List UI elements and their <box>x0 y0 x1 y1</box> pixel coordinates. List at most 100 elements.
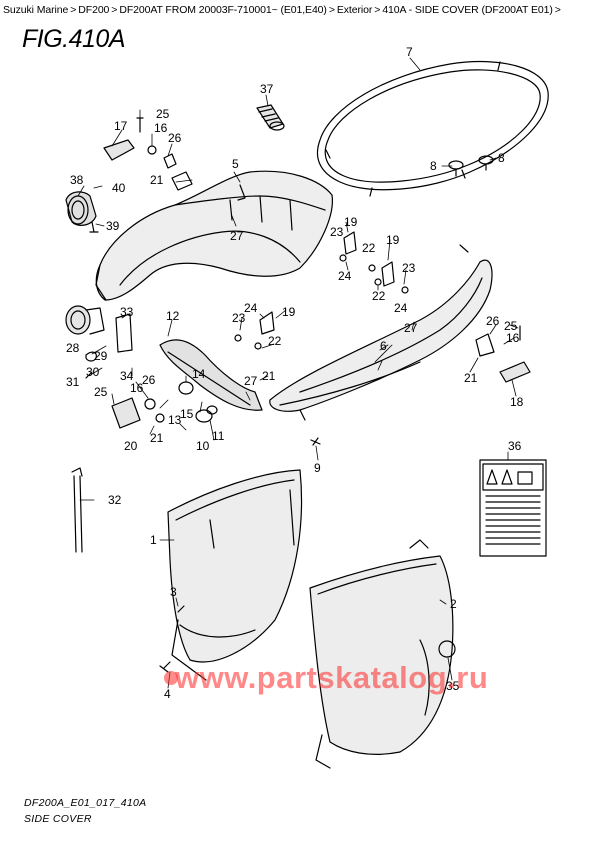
plate-part <box>115 313 133 353</box>
screw-part <box>310 437 321 446</box>
callout-8[interactable]: 8 <box>498 151 505 165</box>
callout-21[interactable]: 21 <box>262 369 276 383</box>
lower-bracket-part <box>111 397 165 429</box>
upper-side-cover-part <box>95 170 333 301</box>
callout-38[interactable]: 38 <box>70 173 84 187</box>
breadcrumb-separator: > <box>328 4 335 16</box>
callout-11[interactable]: 11 <box>212 429 225 443</box>
right-bracket-part <box>475 325 531 383</box>
small-bracket-part <box>259 231 395 335</box>
callout-23[interactable]: 23 <box>232 311 246 325</box>
clip-part <box>448 155 494 177</box>
callout-34[interactable]: 34 <box>120 369 134 383</box>
pin-part <box>89 221 99 233</box>
callout-25[interactable]: 25 <box>504 319 518 333</box>
callout-25[interactable]: 25 <box>94 385 108 399</box>
callout-32[interactable]: 32 <box>108 493 122 507</box>
breadcrumb-item-brand[interactable]: Suzuki Marine <box>3 4 69 16</box>
starboard-upper-cover-part <box>269 244 493 421</box>
callout-25[interactable]: 25 <box>156 107 170 121</box>
breadcrumb-item-model[interactable]: DF200 <box>78 4 110 16</box>
callout-35[interactable]: 35 <box>446 679 460 693</box>
callout-19[interactable]: 19 <box>386 233 400 247</box>
breadcrumb: Suzuki Marine>DF200>DF200AT FROM 20003F-… <box>3 4 563 16</box>
warning-label-part <box>479 459 547 557</box>
breadcrumb-item-current[interactable]: 410A - SIDE COVER (DF200AT E01) <box>382 4 553 16</box>
callout-24[interactable]: 24 <box>244 301 258 315</box>
watermark-text: www.partskatalog.ru <box>175 660 489 695</box>
breadcrumb-separator: > <box>374 4 381 16</box>
callout-26[interactable]: 26 <box>168 131 182 145</box>
boot-part <box>65 191 97 226</box>
callout-10[interactable]: 10 <box>196 439 210 453</box>
callout-16[interactable]: 16 <box>154 121 168 135</box>
callout-16[interactable]: 16 <box>130 381 144 395</box>
washer-part <box>234 254 409 350</box>
callout-23[interactable]: 23 <box>330 225 344 239</box>
callout-27[interactable]: 27 <box>404 321 418 335</box>
callout-29[interactable]: 29 <box>94 349 108 363</box>
callout-28[interactable]: 28 <box>66 341 80 355</box>
callout-22[interactable]: 22 <box>372 289 386 303</box>
callout-1[interactable]: 1 <box>150 533 157 547</box>
callout-37[interactable]: 37 <box>260 82 274 96</box>
callout-5[interactable]: 5 <box>232 157 239 171</box>
diagram-code: DF200A_E01_017_410A <box>24 797 147 809</box>
screw-part <box>177 605 185 613</box>
clamp-part <box>85 351 97 362</box>
callout-36[interactable]: 36 <box>508 439 522 453</box>
callout-6[interactable]: 6 <box>380 339 387 353</box>
breadcrumb-separator: > <box>111 4 118 16</box>
callout-9[interactable]: 9 <box>314 461 321 475</box>
callout-7[interactable]: 7 <box>406 45 413 59</box>
seal-ring-part <box>316 61 549 197</box>
cable-tie-part <box>71 467 83 553</box>
callout-22[interactable]: 22 <box>268 334 282 348</box>
callout-24[interactable]: 24 <box>338 269 352 283</box>
breadcrumb-separator: > <box>554 4 561 16</box>
callout-40[interactable]: 40 <box>112 181 126 195</box>
callout-4[interactable]: 4 <box>164 687 171 701</box>
callout-8[interactable]: 8 <box>430 159 437 173</box>
hinge-part <box>171 171 193 191</box>
callout-33[interactable]: 33 <box>120 305 134 319</box>
callout-21[interactable]: 21 <box>464 371 478 385</box>
callout-27[interactable]: 27 <box>244 374 258 388</box>
callout-13[interactable]: 13 <box>168 413 182 427</box>
leader-lines <box>77 57 519 689</box>
callout-16[interactable]: 16 <box>506 331 520 345</box>
callout-17[interactable]: 17 <box>114 119 128 133</box>
plug-part <box>438 640 456 658</box>
callout-14[interactable]: 14 <box>192 367 206 381</box>
callout-18[interactable]: 18 <box>510 395 524 409</box>
callout-2[interactable]: 2 <box>450 597 457 611</box>
callout-3[interactable]: 3 <box>170 585 177 599</box>
screw-part <box>159 661 171 673</box>
callout-30[interactable]: 30 <box>86 365 100 379</box>
callout-19[interactable]: 19 <box>282 305 296 319</box>
breadcrumb-item-serial[interactable]: DF200AT FROM 20003F-710001~ (E01,E40) <box>119 4 327 16</box>
callout-21[interactable]: 21 <box>150 431 164 445</box>
callout-21[interactable]: 21 <box>150 173 164 187</box>
diagram-name: SIDE COVER <box>24 813 92 825</box>
support-bracket-part <box>159 339 263 411</box>
callout-15[interactable]: 15 <box>180 407 194 421</box>
callout-19[interactable]: 19 <box>344 215 358 229</box>
callout-20[interactable]: 20 <box>124 439 138 453</box>
callout-27[interactable]: 27 <box>230 229 244 243</box>
callout-24[interactable]: 24 <box>394 301 408 315</box>
callout-22[interactable]: 22 <box>362 241 376 255</box>
callout-26[interactable]: 26 <box>142 373 156 387</box>
callout-26[interactable]: 26 <box>486 314 500 328</box>
callout-23[interactable]: 23 <box>402 261 416 275</box>
grommet-part <box>178 381 194 395</box>
breadcrumb-item-group[interactable]: Exterior <box>336 4 373 16</box>
callout-12[interactable]: 12 <box>166 309 180 323</box>
callout-39[interactable]: 39 <box>106 219 120 233</box>
grommet-part <box>195 409 213 423</box>
breadcrumb-separator: > <box>70 4 77 16</box>
lower-side-cover-part <box>167 469 303 681</box>
watermark-icon <box>164 671 178 685</box>
callout-31[interactable]: 31 <box>66 375 80 389</box>
